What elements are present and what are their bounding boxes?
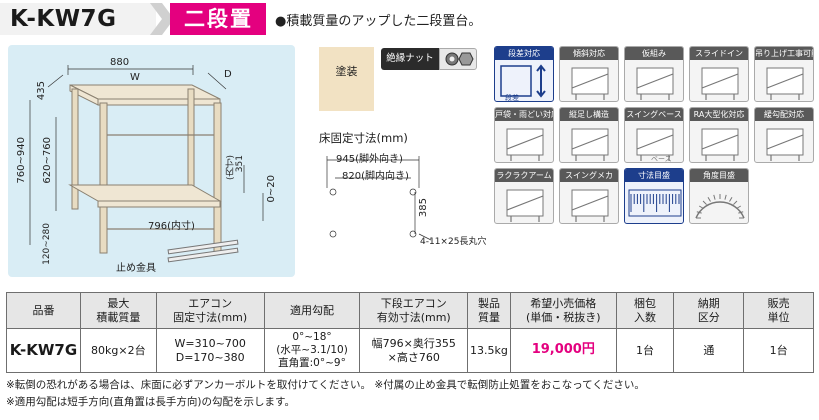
lift-icon [766,67,804,100]
bracket-label: 止め金具 [116,263,156,274]
header-load: 最大積載質量 [79,292,157,329]
product-description: ●積載質量のアップした二段置台。 [275,14,482,29]
cell-model: K-KW7G [6,328,81,373]
large-ra-icon [701,128,739,161]
feature-label: 傾斜対応 [560,47,618,60]
feature-label: スライドイン [690,47,748,60]
feature-label: スイングメカ [560,169,618,182]
slide-in-icon [701,67,739,100]
easy-arm-icon [506,189,544,222]
dim-bottom-label: 120~280 [42,223,52,265]
cell-delivery: 通 [673,328,745,373]
feature-tile: 緩勾配対応 [754,107,814,163]
nut-label: 絶縁ナット [381,48,439,70]
header-weight: 製品質量 [467,292,511,329]
gentle-slope-icon [766,128,804,161]
floor-385-label: 385 [418,198,429,218]
step-icon: 段差 [500,64,546,102]
header-price: 希望小売価格(単価・税抜き) [509,292,617,329]
feature-tile: スイングメカ [559,168,619,224]
temp-assembly-icon [636,67,674,100]
paint-swatch: 塗装 [319,47,374,111]
feature-tile: RA大型化対応 [689,107,749,163]
stand-drawing [29,65,264,263]
dim-940-label: 760~940 [16,137,27,184]
feature-label: 仮組み [625,47,683,60]
angle-scale-icon [695,194,745,219]
feature-label: 段差対応 [495,47,553,60]
step-label: 段差 [505,93,519,102]
feature-label: 角度目盛 [690,169,748,182]
product-illustration: 880 W D 435 760~940 620~760 120~280 0~20… [8,45,295,277]
feature-tile: 角度目盛 [689,168,749,224]
scale-ruler-icon [628,189,682,217]
header-delivery: 納期区分 [673,292,745,329]
feature-tile: 段差対応段差 [494,46,554,102]
dim-right-label: 0~20 [266,175,277,203]
cell-load: 80kg×2台 [79,328,157,373]
feature-label: 寸法目盛 [625,169,683,182]
note-2: ※適用勾配は短手方向(直角置は長手方向)の勾配を示します。 [6,396,295,408]
feature-label: 吊り上げ工事可能 [755,47,813,60]
header-unit: 販売単位 [743,292,814,329]
cell-unit: 1台 [743,328,814,373]
dim-351-sub-label: (内寸) [226,155,236,181]
gutter-icon [506,128,544,161]
floor-fix-title: 床固定寸法(mm) [319,131,408,145]
spec-table: 品番 最大積載質量 エアコン固定寸法(mm) 適用勾配 下段エアコン有効寸法(m… [6,292,814,373]
header-pack: 梱包入数 [615,292,675,329]
feature-label: 緩勾配対応 [755,108,813,121]
feature-label: 縦足し構造 [560,108,618,121]
tilt-icon [571,67,609,100]
dim-620-label: 620~760 [42,137,53,184]
chevron-icon [150,3,174,35]
cell-slope: 0°~18° (水平~3.1/10) 直角置:0°~9° [263,328,361,373]
dim-w-label: W [130,72,140,83]
header-lower: 下段エアコン有効寸法(mm) [359,292,469,329]
feature-label: スイングベース [625,108,683,121]
cell-fixing: W=310~700 D=170~380 [155,328,265,373]
feature-label: 戸袋・雨どい対応 [495,108,553,121]
feature-label: ラクラクアーム [495,169,553,182]
cell-price: 19,000円 [509,328,617,373]
feature-tile: 寸法目盛 [624,168,684,224]
feature-tile: 縦足し構造 [559,107,619,163]
spec-header-row: 品番 最大積載質量 エアコン固定寸法(mm) 適用勾配 下段エアコン有効寸法(m… [6,292,814,329]
paint-label: 塗装 [335,65,358,78]
dim-width-label: 880 [110,57,130,68]
nut-icon [439,48,477,70]
floor-820-label: 820(脚内向き) [342,171,409,182]
floor-fix-drawing [326,156,432,241]
insulation-nut-badge: 絶縁ナット [381,48,477,70]
floor-hole-label: 4-11×25長丸穴 [420,237,487,247]
spec-data-row: K-KW7G 80kg×2台 W=310~700 D=170~380 0°~18… [6,328,814,373]
header-fixing: エアコン固定寸法(mm) [155,292,265,329]
feature-label: RA大型化対応 [690,108,748,121]
cell-weight: 13.5kg [467,328,511,373]
floor-945-label: 945(脚外向き) [336,154,403,165]
vertical-extend-icon [571,128,609,161]
feature-tile: 傾斜対応 [559,46,619,102]
header-model: 品番 [6,292,81,329]
note-1: ※転倒の恐れがある場合は、床面に必ずアンカーボルトを取付けてください。 ※付属の… [6,379,645,391]
swing-base-label: ベース [651,155,672,163]
swing-mecha-icon [571,189,609,222]
feature-tile: 戸袋・雨どい対応 [494,107,554,163]
dim-435-label: 435 [36,81,47,101]
header: K-KW7G 二段置台 ●積載質量のアップした二段置台。 [0,0,819,63]
header-slope: 適用勾配 [263,292,361,329]
feature-tile: スライドイン [689,46,749,102]
cell-pack: 1台 [615,328,675,373]
feature-tile: 吊り上げ工事可能 [754,46,814,102]
swing-base-icon: ベース [636,128,674,163]
feature-tile: 仮組み [624,46,684,102]
product-title: 二段置台 [170,3,266,63]
feature-tile: スイングベースベース [624,107,684,163]
dim-inner-label: 796(内寸) [148,221,195,232]
model-heading: K-KW7G [0,3,156,35]
feature-tile: ラクラクアーム [494,168,554,224]
dim-d-label: D [224,69,232,80]
cell-lower: 幅796×奥行355 ×高さ760 [359,328,469,373]
